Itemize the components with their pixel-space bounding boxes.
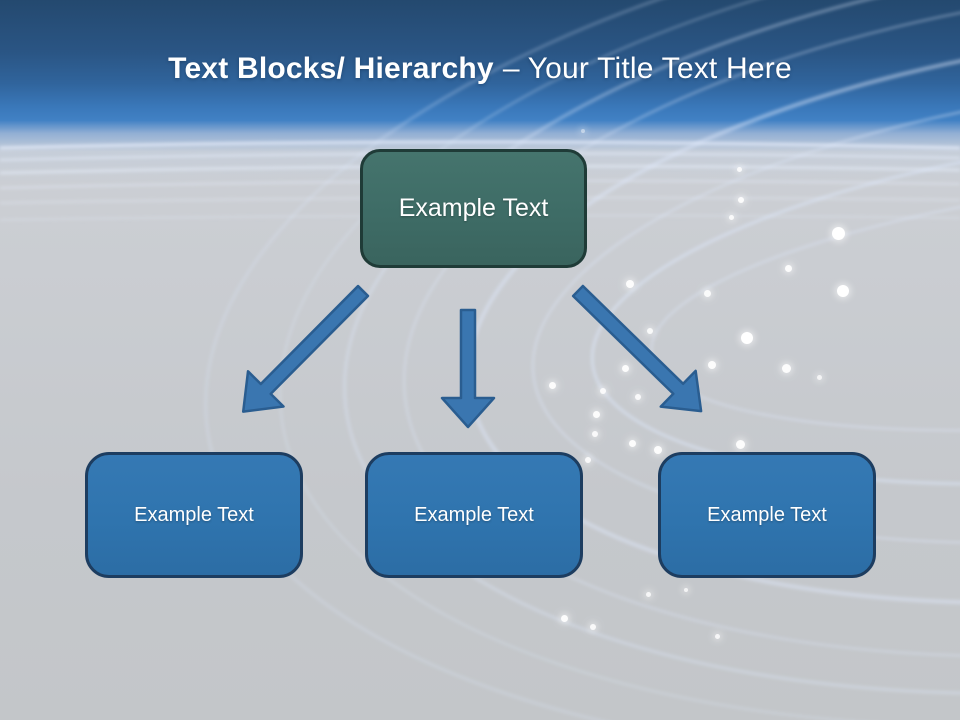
light-dot [735,439,745,449]
light-dot [635,394,641,400]
hierarchy-child-box-2: Example Text [365,452,583,578]
light-dot [728,214,734,220]
light-dot [590,624,596,630]
arrow-down-left-icon [241,284,370,413]
hierarchy-child-label: Example Text [414,503,534,526]
hierarchy-root-box: Example Text [360,149,587,268]
light-dot [548,381,556,389]
light-dot [645,591,651,597]
slide-title: Text Blocks/ Hierarchy– Your Title Text … [0,52,960,86]
light-dot [628,439,636,447]
light-dot [585,457,591,463]
hierarchy-child-label: Example Text [134,503,254,526]
hierarchy-child-label: Example Text [707,503,827,526]
light-dot [714,633,720,639]
light-dot [592,431,598,437]
light-dot [621,364,629,372]
light-dot [831,226,845,240]
light-dot [626,280,634,288]
light-dot [647,328,653,334]
hierarchy-child-box-1: Example Text [85,452,303,578]
slide-title-light: – Your Title Text Here [502,52,792,85]
arrow-down-icon [440,308,496,429]
light-dot [708,361,716,369]
light-dot [654,446,662,454]
light-dot [741,332,753,344]
light-dot [703,289,711,297]
arrow-down-right-icon [571,284,703,413]
hierarchy-child-box-3: Example Text [658,452,876,578]
light-dot [592,410,600,418]
light-dot [784,264,792,272]
light-dot [738,197,744,203]
light-dot [684,588,688,592]
light-dot [600,388,606,394]
light-dot [781,363,791,373]
slide-title-bold: Text Blocks/ Hierarchy [168,52,494,85]
light-dot [560,614,568,622]
hierarchy-root-label: Example Text [398,194,549,222]
light-dot [816,374,822,380]
light-dot [837,285,849,297]
